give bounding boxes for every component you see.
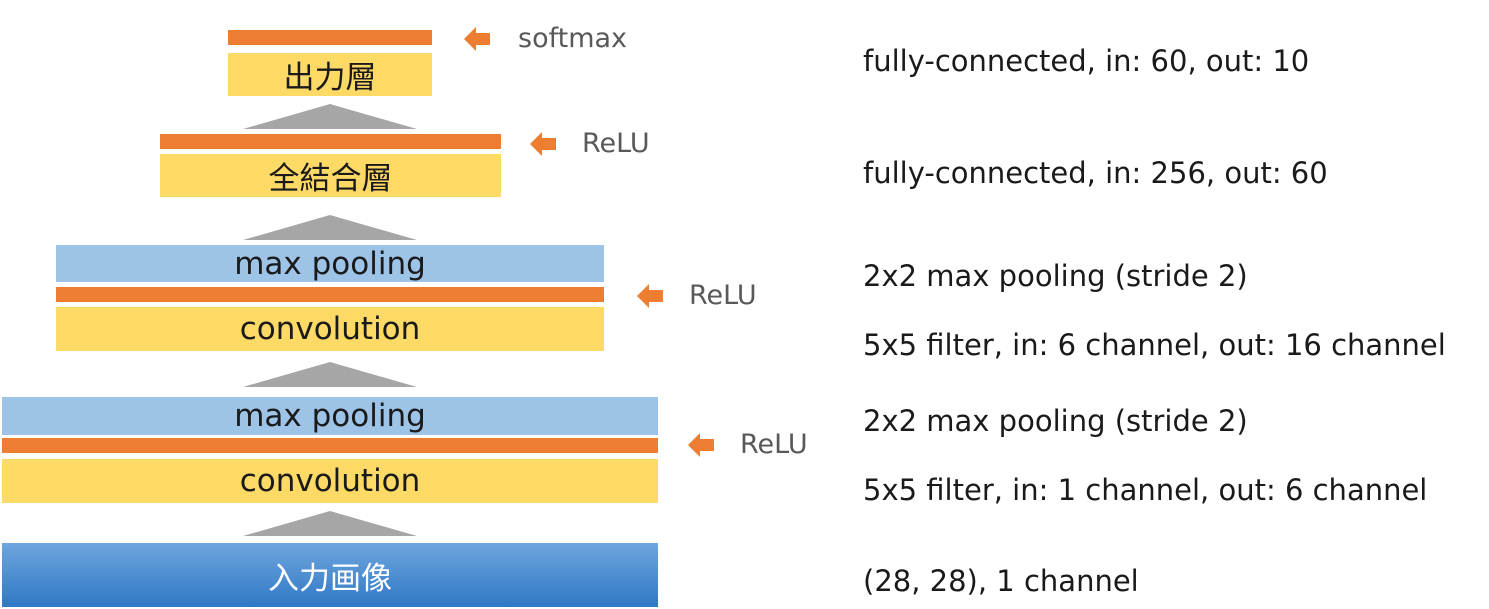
arrow-left-icon: [637, 283, 649, 308]
arrow-shaft: [542, 137, 556, 150]
arrow-shaft: [476, 32, 490, 45]
relu-activation: ReLU: [688, 429, 808, 460]
arrow-shaft: [700, 438, 714, 451]
relu-activation-bar: [56, 287, 604, 302]
pool1-description: 2x2 max pooling (stride 2): [863, 404, 1248, 438]
convolution-layer-1: convolution: [2, 459, 658, 503]
arrow-left-icon: [530, 131, 542, 156]
flow-arrow-icon: [243, 362, 417, 387]
activation-label: ReLU: [582, 128, 650, 159]
relu-activation-bar: [2, 438, 658, 453]
convolution-layer-2: convolution: [56, 307, 604, 351]
relu-activation: ReLU: [637, 280, 757, 311]
flow-arrow-icon: [243, 104, 417, 129]
max-pooling-layer-1: max pooling: [2, 397, 658, 435]
output-layer: 出力層: [228, 53, 432, 96]
max-pooling-layer-2: max pooling: [56, 245, 604, 282]
conv1-description: 5x5 filter, in: 1 channel, out: 6 channe…: [863, 473, 1428, 507]
activation-label: softmax: [518, 23, 628, 54]
relu-activation: ReLU: [530, 128, 650, 159]
softmax-activation-bar: [228, 30, 432, 45]
fully-connected-layer: 全結合層: [160, 154, 501, 197]
input-image-layer: 入力画像: [2, 543, 658, 607]
conv2-description: 5x5 filter, in: 6 channel, out: 16 chann…: [863, 328, 1446, 362]
flow-arrow-icon: [243, 215, 417, 240]
arrow-left-icon: [464, 26, 476, 51]
flow-arrow-icon: [243, 511, 417, 536]
arrow-left-icon: [688, 432, 700, 457]
arrow-shaft: [649, 289, 663, 302]
input-description: (28, 28), 1 channel: [863, 564, 1139, 598]
softmax-activation: softmax: [464, 23, 627, 54]
pool2-description: 2x2 max pooling (stride 2): [863, 259, 1248, 293]
relu-activation-bar: [160, 134, 501, 149]
activation-label: ReLU: [689, 280, 757, 311]
fc-layer-description: fully-connected, in: 256, out: 60: [863, 156, 1328, 190]
output-layer-description: fully-connected, in: 60, out: 10: [863, 44, 1310, 78]
activation-label: ReLU: [740, 429, 808, 460]
